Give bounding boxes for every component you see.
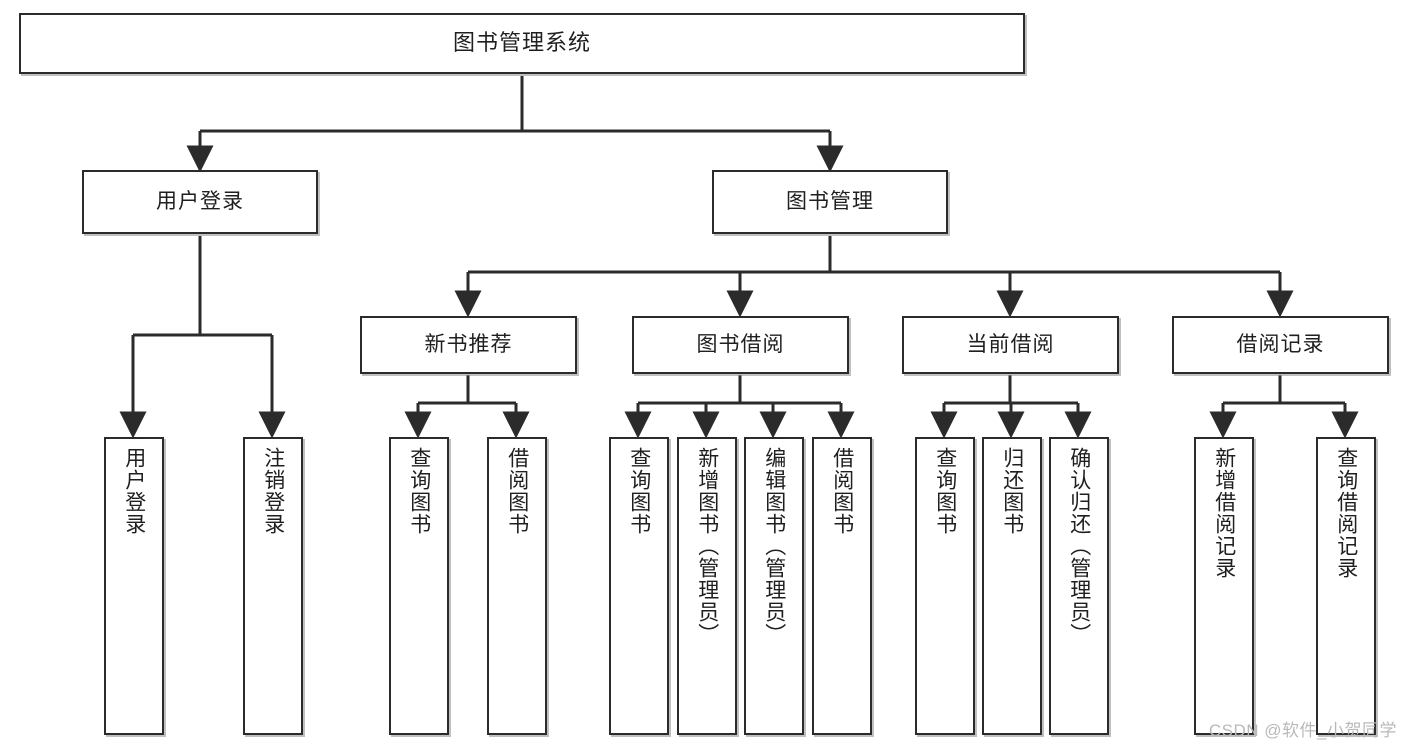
node-label: 借阅图书: [505, 447, 529, 535]
node-leaf-query-book-borrow[interactable]: 查询图书: [609, 437, 669, 735]
node-user-login[interactable]: 用户登录: [82, 170, 318, 234]
node-label: 查询图书: [627, 447, 651, 535]
node-label: 图书借阅: [696, 333, 785, 357]
node-label: 用户登录: [122, 447, 146, 535]
node-leaf-query-book-current[interactable]: 查询图书: [915, 437, 975, 735]
node-leaf-return-book[interactable]: 归还图书: [982, 437, 1042, 735]
node-label: 查询图书: [933, 447, 957, 535]
node-label: 确认归还（管理员）: [1067, 447, 1091, 645]
node-leaf-user-login[interactable]: 用户登录: [104, 437, 164, 735]
node-current-borrow[interactable]: 当前借阅: [902, 316, 1119, 374]
node-label: 用户登录: [156, 190, 244, 214]
csdn-watermark: CSDN @软件_小贺同学: [1208, 721, 1397, 740]
node-leaf-borrow-book[interactable]: 借阅图书: [812, 437, 872, 735]
node-label: 当前借阅: [966, 333, 1055, 357]
node-label: 新书推荐: [424, 333, 513, 357]
node-label: 注销登录: [261, 447, 285, 535]
node-borrow-record[interactable]: 借阅记录: [1172, 316, 1389, 374]
node-leaf-borrow-book-recommend[interactable]: 借阅图书: [487, 437, 547, 735]
node-label: 新增图书（管理员）: [695, 447, 719, 645]
node-label: 查询借阅记录: [1334, 447, 1358, 579]
node-root-book-management-system[interactable]: 图书管理系统: [19, 13, 1025, 74]
node-book-management[interactable]: 图书管理: [712, 170, 948, 234]
node-leaf-confirm-return-admin[interactable]: 确认归还（管理员）: [1049, 437, 1109, 735]
node-label: 图书管理: [786, 190, 874, 214]
node-label: 查询图书: [407, 447, 431, 535]
node-label: 图书管理系统: [452, 30, 591, 56]
node-leaf-edit-book-admin[interactable]: 编辑图书（管理员）: [744, 437, 804, 735]
node-label: 借阅图书: [830, 447, 854, 535]
node-label: 新增借阅记录: [1212, 447, 1236, 579]
node-label: 借阅记录: [1236, 333, 1325, 357]
node-new-book-recommend[interactable]: 新书推荐: [360, 316, 577, 374]
node-label: 编辑图书（管理员）: [762, 447, 786, 645]
node-book-borrow[interactable]: 图书借阅: [632, 316, 849, 374]
node-leaf-add-book-admin[interactable]: 新增图书（管理员）: [677, 437, 737, 735]
node-leaf-add-borrow-record[interactable]: 新增借阅记录: [1194, 437, 1254, 735]
node-leaf-query-borrow-record[interactable]: 查询借阅记录: [1316, 437, 1376, 735]
node-leaf-query-book-recommend[interactable]: 查询图书: [389, 437, 449, 735]
node-leaf-logout[interactable]: 注销登录: [243, 437, 303, 735]
node-label: 归还图书: [1000, 447, 1024, 535]
